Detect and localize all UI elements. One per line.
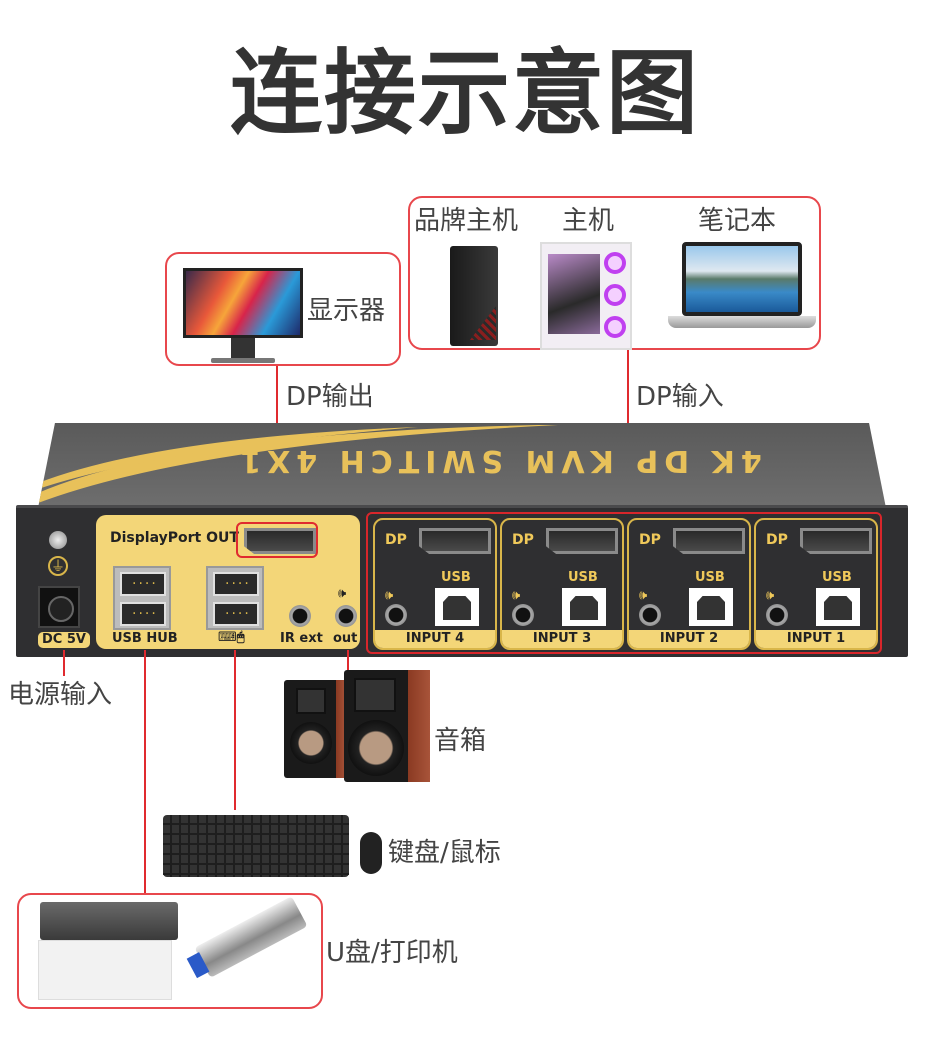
printer-body	[38, 940, 172, 1000]
input-1-dp-port[interactable]	[800, 528, 872, 554]
source-label-pc: 主机	[562, 206, 615, 236]
speaker-icon: 🕪	[766, 588, 775, 603]
keyboard-icon	[163, 815, 349, 877]
keyboard-mouse-line	[234, 650, 236, 810]
input-2: DP USB 🕪 INPUT 2	[627, 518, 751, 650]
input-4: DP USB 🕪 INPUT 4	[373, 518, 497, 650]
dc-power-jack[interactable]	[38, 586, 80, 628]
input-4-audio-jack[interactable]	[385, 604, 407, 626]
input-3-dp-port[interactable]	[546, 528, 618, 554]
input-1-audio-jack[interactable]	[766, 604, 788, 626]
sources-box: 品牌主机 主机 笔记本	[408, 196, 821, 350]
monitor-label: 显示器	[307, 296, 386, 326]
inputs-highlight	[366, 512, 882, 654]
audio-out-label: out	[333, 631, 358, 646]
input-4-dp-port[interactable]	[419, 528, 491, 554]
kvm-brand-text: 4K DP KVM SWITCH 4X1	[234, 443, 762, 478]
input-4-usb-b-port[interactable]	[435, 588, 479, 626]
input-2-label: INPUT 2	[629, 630, 749, 648]
dc-5v-label: DC 5V	[38, 632, 90, 648]
ir-ext-label: IR ext	[280, 631, 323, 646]
usb-hub-label: USB HUB	[112, 631, 178, 646]
page-title: 连接示意图	[229, 39, 700, 147]
gaming-pc-icon	[540, 242, 632, 350]
usb-hub-line	[144, 650, 146, 894]
screw-icon	[49, 531, 67, 549]
laptop-icon	[682, 242, 802, 316]
speaker-label: 音箱	[434, 726, 487, 756]
usb-hub-ports[interactable]	[113, 566, 171, 630]
input-4-dp-label: DP	[385, 532, 407, 548]
input-3-usb-label: USB	[568, 570, 598, 585]
laptop-base	[668, 316, 816, 328]
input-3-audio-jack[interactable]	[512, 604, 534, 626]
input-2-usb-label: USB	[695, 570, 725, 585]
input-3-label: INPUT 3	[502, 630, 622, 648]
ground-icon	[48, 556, 68, 576]
input-4-usb-label: USB	[441, 570, 471, 585]
speaker-icon: 🕪	[385, 588, 394, 603]
gold-swoosh-icon	[38, 425, 558, 503]
audio-out-jack[interactable]	[335, 605, 357, 627]
input-1-usb-label: USB	[822, 570, 852, 585]
speaker-icon: 🕪	[512, 588, 521, 603]
input-1: DP USB 🕪 INPUT 1	[754, 518, 878, 650]
audio-out-line	[347, 650, 349, 674]
dp-input-label: DP输入	[636, 382, 724, 412]
ir-ext-jack[interactable]	[289, 605, 311, 627]
kvm-top-panel: 4K DP KVM SWITCH 4X1	[38, 423, 886, 508]
usb-devices-label: U盘/打印机	[326, 938, 458, 968]
speaker-icon: 🕪	[639, 588, 648, 603]
input-2-dp-port[interactable]	[673, 528, 745, 554]
input-3-dp-label: DP	[512, 532, 534, 548]
input-1-dp-label: DP	[766, 532, 788, 548]
mouse-icon	[360, 832, 382, 874]
input-2-usb-b-port[interactable]	[689, 588, 733, 626]
dp-output-label: DP输出	[286, 382, 374, 412]
monitor-box: 显示器	[165, 252, 401, 366]
keyboard-mouse-label: 键盘/鼠标	[388, 838, 501, 868]
power-input-label: 电源输入	[8, 680, 113, 710]
speaker-out-icon: 🕪	[338, 586, 347, 601]
input-4-label: INPUT 4	[375, 630, 495, 648]
source-label-laptop: 笔记本	[698, 206, 777, 236]
input-2-dp-label: DP	[639, 532, 661, 548]
source-label-brand-pc: 品牌主机	[414, 206, 519, 236]
dp-out-label: DisplayPort OUT	[110, 530, 239, 546]
input-1-usb-b-port[interactable]	[816, 588, 860, 626]
input-3: DP USB 🕪 INPUT 3	[500, 518, 624, 650]
dp-out-port[interactable]	[244, 528, 316, 554]
input-1-label: INPUT 1	[756, 630, 876, 648]
keyboard-mouse-icon: ⌨🖱	[218, 630, 245, 645]
power-line	[63, 650, 65, 676]
dp-out-highlight	[236, 522, 318, 558]
input-2-audio-jack[interactable]	[639, 604, 661, 626]
keyboard-mouse-ports[interactable]	[206, 566, 264, 630]
printer-icon	[40, 902, 178, 940]
input-3-usb-b-port[interactable]	[562, 588, 606, 626]
brand-desktop-pc-icon	[450, 246, 498, 346]
